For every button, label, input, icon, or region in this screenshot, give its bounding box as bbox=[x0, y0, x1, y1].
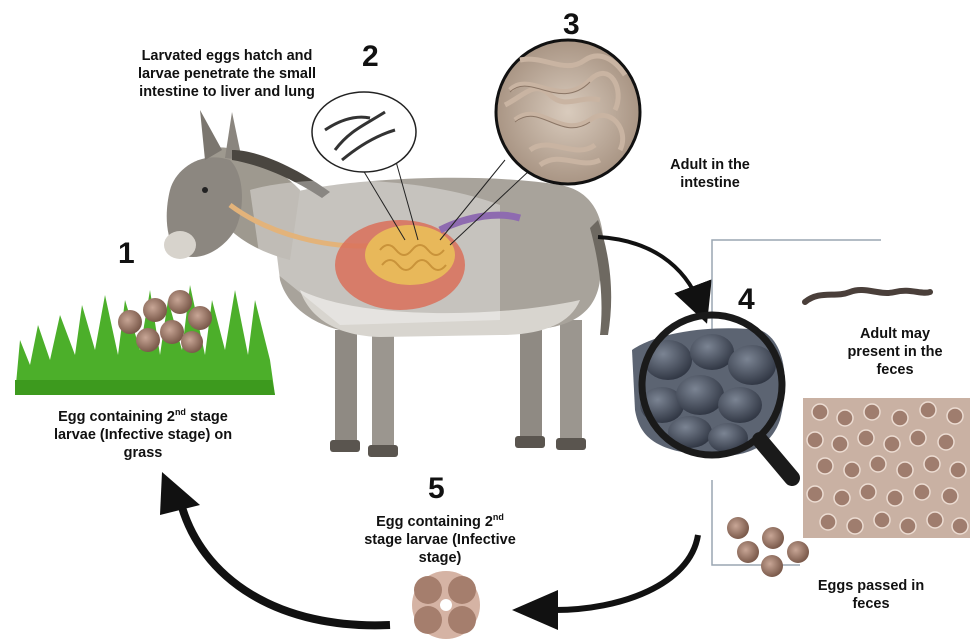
arrowhead-icon bbox=[160, 472, 200, 515]
egg-center bbox=[412, 571, 480, 639]
egg-icon bbox=[761, 555, 783, 577]
egg-icon bbox=[737, 541, 759, 563]
step-number-1: 1 bbox=[118, 237, 135, 271]
step-number-4: 4 bbox=[738, 283, 755, 317]
label-egg-grass: Egg containing 2nd stage larvae (Infecti… bbox=[28, 408, 258, 462]
label-egg-center: Egg containing 2nd stage larvae (Infecti… bbox=[340, 513, 540, 567]
cycle-arrow bbox=[555, 535, 698, 610]
egg-icon bbox=[143, 298, 167, 322]
label-adult-intestine: Adult in the intestine bbox=[655, 156, 765, 192]
egg-icon bbox=[136, 328, 160, 352]
arrowhead-icon bbox=[512, 590, 558, 630]
step-number-2: 2 bbox=[362, 40, 379, 74]
label-larvae-hatch: Larvated eggs hatch and larvae penetrate… bbox=[117, 47, 337, 101]
egg-icon bbox=[188, 306, 212, 330]
egg-icon bbox=[727, 517, 749, 539]
egg-icon bbox=[160, 320, 184, 344]
egg-icon bbox=[181, 331, 203, 353]
adult-worm-icon bbox=[805, 290, 930, 302]
small-intestine-organ bbox=[365, 225, 455, 285]
egg-icon bbox=[787, 541, 809, 563]
eggs-passed-cluster bbox=[727, 517, 809, 577]
egg-icon bbox=[168, 290, 192, 314]
egg-icon bbox=[118, 310, 142, 334]
label-adult-feces: Adult may present in the feces bbox=[835, 325, 955, 379]
egg-microscopy bbox=[803, 398, 970, 538]
label-eggs-passed: Eggs passed in feces bbox=[806, 577, 936, 613]
egg-icon bbox=[762, 527, 784, 549]
step-number-3: 3 bbox=[563, 8, 580, 42]
step-number-5: 5 bbox=[428, 472, 445, 506]
cycle-arrow bbox=[598, 237, 700, 305]
